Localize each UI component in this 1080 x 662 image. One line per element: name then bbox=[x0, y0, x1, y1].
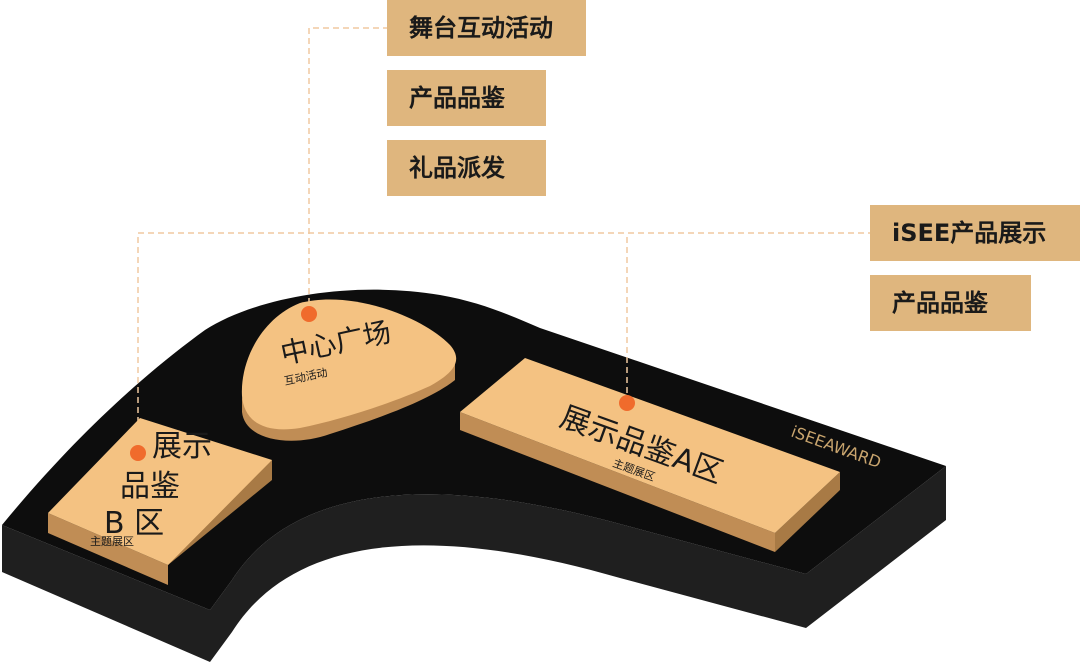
booth-center-plaza[interactable]: 中心广场 互动活动 bbox=[241, 299, 457, 441]
booth-zone-a[interactable]: 展示品鉴A区 主题展区 bbox=[460, 358, 840, 552]
leader-line-center bbox=[308, 27, 387, 314]
platform-top bbox=[2, 289, 946, 610]
zone-b-title-line3: B 区 bbox=[104, 506, 164, 541]
marker-zone-b[interactable] bbox=[130, 445, 146, 461]
leader-line-zone-b bbox=[137, 232, 870, 453]
booth-zone-a-side-right bbox=[775, 472, 840, 552]
leader-lines bbox=[137, 27, 870, 453]
zone-b-subtitle: 主题展区 bbox=[90, 535, 134, 548]
center-plaza-top bbox=[241, 299, 457, 430]
platform-side bbox=[2, 466, 946, 662]
booth-zone-a-top bbox=[460, 358, 840, 533]
marker-center-plaza[interactable] bbox=[301, 306, 317, 322]
label-stage-activity: 舞台互动活动 bbox=[387, 0, 586, 56]
label-product-tasting: 产品品鉴 bbox=[387, 70, 546, 126]
booth-zone-b-top bbox=[48, 418, 272, 565]
label-gift-distribution: 礼品派发 bbox=[387, 140, 546, 196]
label-isee-showcase: iSEE产品展示 bbox=[870, 205, 1080, 261]
center-plaza-side bbox=[242, 364, 455, 441]
booth-zone-b[interactable]: 展示 品鉴 B 区 主题展区 bbox=[48, 418, 272, 585]
marker-zone-a[interactable] bbox=[619, 395, 635, 411]
booth-zone-b-side-front bbox=[48, 513, 168, 585]
zone-b-title-line2: 品鉴 bbox=[120, 469, 180, 504]
booth-zone-a-side-front bbox=[460, 412, 775, 552]
zone-b-title-line1: 展示 bbox=[152, 429, 212, 464]
label-product-tasting-2: 产品品鉴 bbox=[870, 275, 1031, 331]
